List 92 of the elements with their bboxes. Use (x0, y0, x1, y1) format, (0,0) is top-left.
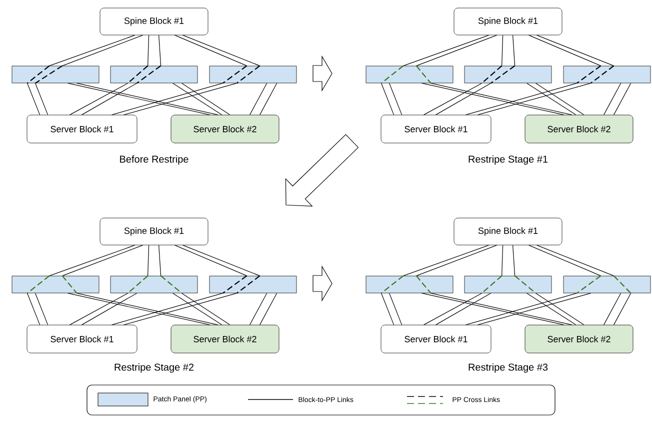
link-line (512, 34, 516, 66)
patch-panel-box (209, 66, 297, 84)
link-line (614, 292, 632, 326)
link-line (502, 34, 504, 66)
link-line (62, 244, 144, 276)
link-line (158, 244, 162, 276)
link-line (174, 34, 248, 66)
spine-block-box: Spine Block #1 (454, 8, 562, 36)
link-line (436, 82, 492, 116)
link-line (478, 82, 592, 116)
link-line (62, 34, 144, 66)
link-line (528, 244, 602, 276)
patch-panel-box (464, 276, 552, 294)
link-line (604, 292, 622, 326)
patch-panel-box (563, 276, 651, 294)
link-line (381, 292, 394, 326)
link-line (502, 244, 504, 276)
patch-panel-box (464, 66, 552, 84)
link-line (614, 82, 632, 116)
link-line (35, 292, 48, 326)
patch-panel-box (12, 276, 100, 294)
link-line (536, 34, 614, 66)
server-block-box: Server Block #2 (170, 324, 280, 354)
link-line (403, 244, 490, 276)
link-line (49, 244, 136, 276)
link-line (250, 292, 268, 326)
link-line (536, 82, 584, 116)
link-line (172, 292, 222, 326)
server-block-box: Server Block #1 (26, 324, 138, 354)
patch-panel-box (563, 66, 651, 84)
link-line (182, 244, 260, 276)
link-line (182, 292, 230, 326)
link-line (82, 82, 138, 116)
link-line (466, 292, 578, 326)
link-line (436, 292, 492, 326)
link-line (512, 244, 516, 276)
stage-caption: Restripe Stage #2 (114, 363, 194, 373)
server-block-box: Server Block #2 (524, 324, 634, 354)
link-line (528, 34, 602, 66)
link-line (389, 82, 402, 116)
link-line (403, 34, 490, 66)
link-line (604, 82, 622, 116)
server-block-box: Server Block #2 (524, 114, 634, 144)
spine-block-box: Spine Block #1 (454, 218, 562, 246)
patch-panel-box (366, 66, 454, 84)
link-line (172, 82, 222, 116)
link-line (389, 292, 402, 326)
link-line (174, 244, 248, 276)
link-line (27, 292, 40, 326)
stage-caption: Before Restripe (120, 155, 188, 165)
link-line (70, 292, 128, 326)
patch-panel-box (366, 276, 454, 294)
link-line (158, 34, 162, 66)
server-block-box: Server Block #2 (170, 114, 280, 144)
server-block-box: Server Block #1 (26, 114, 138, 144)
link-line (416, 34, 498, 66)
link-line (478, 292, 592, 326)
link-line (182, 82, 230, 116)
link-line (35, 82, 48, 116)
link-line (381, 82, 394, 116)
link-line (49, 34, 136, 66)
patch-panel-box (12, 66, 100, 84)
link-line (536, 292, 584, 326)
link-line (112, 82, 224, 116)
patch-panel-box (110, 276, 198, 294)
server-block-box: Server Block #1 (380, 324, 492, 354)
link-line (148, 244, 150, 276)
link-line (250, 82, 268, 116)
link-line (182, 34, 260, 66)
link-line (70, 82, 128, 116)
link-line (112, 292, 224, 326)
spine-block-box: Spine Block #1 (100, 218, 208, 246)
link-line (526, 292, 576, 326)
link-line (260, 292, 278, 326)
link-line (148, 34, 150, 66)
stage-caption: Restripe Stage #3 (468, 363, 548, 373)
stage-caption: Restripe Stage #1 (468, 155, 548, 165)
link-line (424, 82, 482, 116)
link-line (124, 82, 238, 116)
link-line (260, 82, 278, 116)
server-block-box: Server Block #1 (380, 114, 492, 144)
link-line (416, 244, 498, 276)
patch-panel-box (209, 276, 297, 294)
link-line (536, 244, 614, 276)
link-line (466, 82, 578, 116)
spine-block-box: Spine Block #1 (100, 8, 208, 36)
link-line (124, 292, 238, 326)
link-line (27, 82, 40, 116)
link-line (424, 292, 482, 326)
link-line (82, 292, 138, 326)
link-line (526, 82, 576, 116)
patch-panel-box (110, 66, 198, 84)
